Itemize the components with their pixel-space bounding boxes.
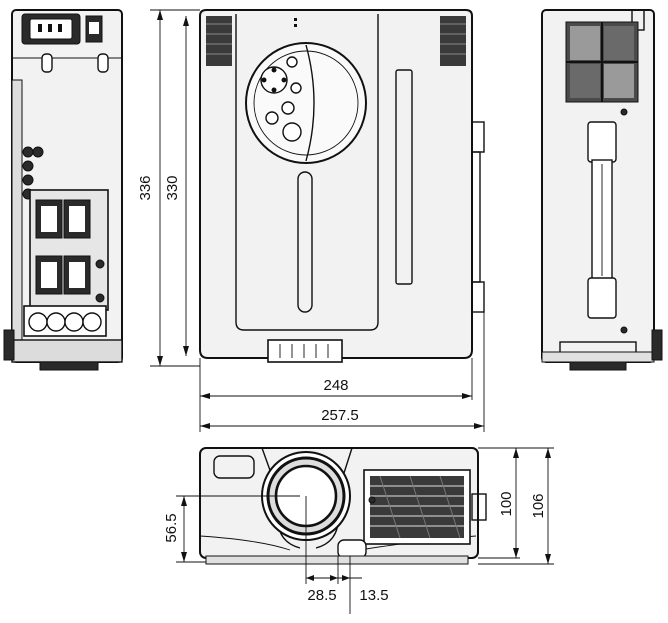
- front-vent-grille-icon: [363, 469, 471, 545]
- power-switch-icon: [85, 15, 103, 43]
- vent-grille-right-icon: [440, 16, 466, 66]
- side-view: [541, 9, 663, 371]
- dim-label-56-5: 56.5: [163, 513, 180, 542]
- top-view: [199, 9, 485, 363]
- vent-grille-left-icon: [206, 16, 232, 66]
- dsub-connectors-icon: [35, 199, 91, 295]
- dim-label-336: 336: [137, 175, 154, 200]
- power-socket-icon: [21, 13, 81, 45]
- rear-panel-view: [3, 9, 123, 371]
- audio-jacks-icon: [22, 146, 44, 200]
- dim-label-257-5: 257.5: [321, 407, 359, 424]
- rca-jacks-icon: [28, 312, 102, 332]
- front-view: [199, 447, 487, 565]
- dim-label-106: 106: [530, 493, 547, 518]
- dimension-lines: [150, 9, 554, 614]
- carry-handle-icon: [587, 121, 617, 319]
- speaker-grille-icon: [565, 21, 639, 103]
- dim-label-248: 248: [323, 377, 348, 394]
- dim-label-28-5: 28.5: [307, 587, 336, 604]
- dim-label-13-5: 13.5: [359, 587, 388, 604]
- dim-label-100: 100: [498, 491, 515, 516]
- control-panel-icon: [245, 42, 367, 164]
- dim-label-330: 330: [164, 175, 181, 200]
